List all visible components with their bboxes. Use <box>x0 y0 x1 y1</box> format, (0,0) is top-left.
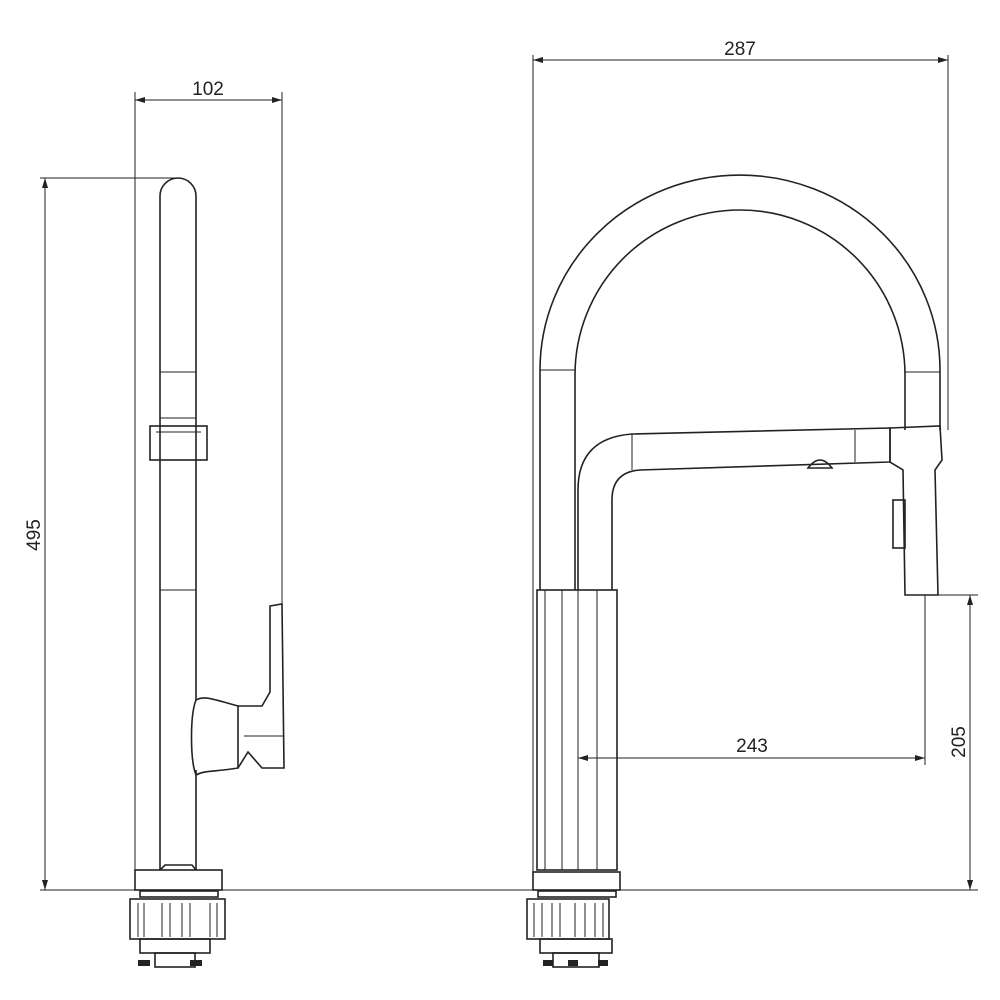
handle <box>190 697 239 777</box>
gooseneck-arch <box>539 174 941 590</box>
spray-head <box>889 425 943 596</box>
collar <box>149 425 208 461</box>
spout <box>577 427 891 590</box>
mounting-nut <box>526 898 610 940</box>
front-view: 287 243 205 <box>526 39 978 968</box>
dim-spout-height: 205 <box>949 726 970 758</box>
dim-side-width: 102 <box>192 79 224 100</box>
dim-front-width: 287 <box>724 39 756 60</box>
side-view: 102 495 <box>24 79 285 968</box>
faucet-body <box>536 589 618 871</box>
dim-spout-reach: 243 <box>736 736 768 757</box>
dim-side-height: 495 <box>24 519 45 551</box>
